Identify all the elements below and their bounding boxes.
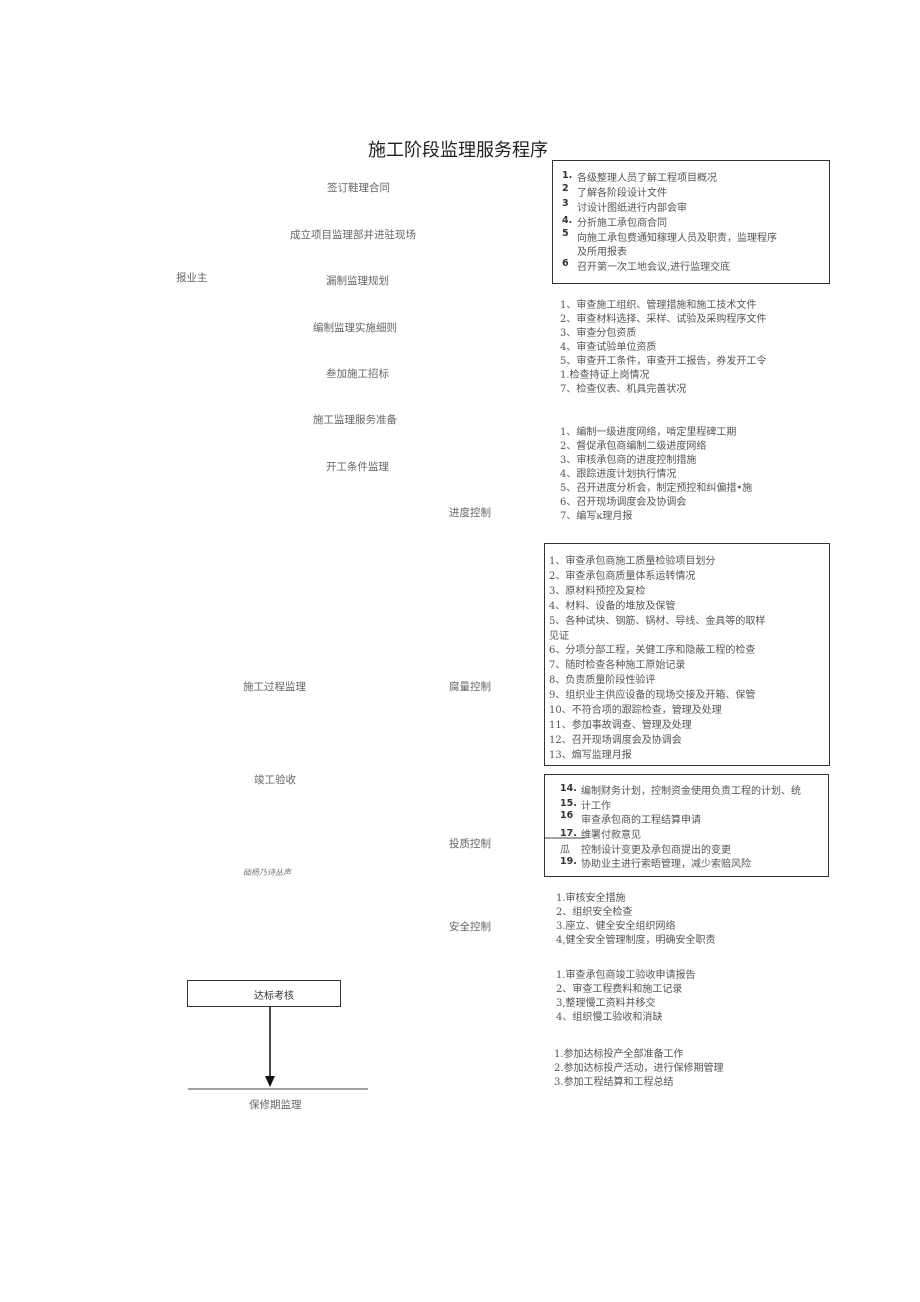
progress-item: 2、督促承包商编制二级进度网络 bbox=[560, 441, 707, 452]
flow-step-acceptance: 竣工验收 bbox=[254, 774, 296, 786]
prep-item: 召开第一次工地会议,进行监理交底 bbox=[577, 262, 731, 273]
prep-item: 分折施工承包商合同 bbox=[577, 218, 667, 229]
flow-step-prep: 施工监理服务准备 bbox=[313, 414, 397, 426]
progress-item: 5、召开进度分析会，制定预控和纠偏措•施 bbox=[560, 483, 753, 494]
safety-item: 1.审核安全措施 bbox=[556, 893, 626, 904]
safety-item: 4,健全安全管理制度，明确安全职责 bbox=[556, 935, 716, 946]
safety-item: 2、组织安全检查 bbox=[556, 907, 633, 918]
start-item: 2、审查材料选择、采样、试验及采购程序文件 bbox=[560, 314, 767, 325]
start-item: 4、审查试验单位资质 bbox=[560, 342, 657, 353]
assessment-box: 达标考核 bbox=[187, 980, 341, 1007]
quality-item: 4、材料、设备的堆放及保管 bbox=[549, 601, 676, 612]
start-item: 3、审查分包资质 bbox=[560, 328, 637, 339]
start-item: 7、检查仪表、机具完善状况 bbox=[560, 384, 687, 395]
label-quality-control: 腐量控制 bbox=[449, 681, 491, 693]
safety-item: 3.座立、健全安全组织网络 bbox=[556, 921, 676, 932]
label-safety-control: 安全控制 bbox=[449, 921, 491, 933]
start-item: 5、审查开工条件，审查开工报告，券发开工令 bbox=[560, 356, 767, 367]
investment-item: 维署付款意见 bbox=[581, 830, 641, 841]
flow-step-sign-contract: 签订鞋理合同 bbox=[327, 182, 390, 194]
quality-item: 12、召开现场调度会及协调会 bbox=[549, 735, 682, 746]
quality-item: 3、原材料预控及复检 bbox=[549, 586, 646, 597]
flow-step-rules: 编制监理实施细则 bbox=[313, 322, 397, 334]
prep-item: 向施工承包费通知稼理人员及职责，监理程序 bbox=[577, 233, 777, 244]
quality-item: 2、审查承包商质量体系运转情况 bbox=[549, 571, 696, 582]
flow-step-bidding: 叁加施工招标 bbox=[326, 368, 389, 380]
investment-item: 控制设计变更及承包商提出的变更 bbox=[581, 845, 731, 856]
quality-item: 11、参加事故调查、管理及处理 bbox=[549, 720, 692, 731]
prep-item-cont: 及所用报表 bbox=[577, 247, 627, 258]
prep-item: 讨设计图纸进行内部会审 bbox=[577, 203, 687, 214]
start-item: 1.检查持证上岗情况 bbox=[560, 370, 650, 381]
investment-item: 编制财务计划，控制资金使用负责工程的计划、统 bbox=[581, 786, 801, 797]
investment-box bbox=[544, 774, 829, 877]
progress-item: 1、编制一级进度网络，啃定里程碑工期 bbox=[560, 427, 737, 438]
acceptance-item: 3,整理慢工资料并移交 bbox=[556, 998, 656, 1009]
quality-item-cont: 见证 bbox=[549, 631, 569, 642]
acceptance-item: 2、审查工程费料和施工记录 bbox=[556, 984, 683, 995]
investment-item: 计工作 bbox=[581, 801, 611, 812]
owner-label: 报业主 bbox=[176, 272, 208, 284]
prep-box bbox=[552, 160, 830, 284]
label-progress-control: 进度控制 bbox=[449, 507, 491, 519]
quality-item: 13、煽写监理月报 bbox=[549, 750, 632, 761]
warranty-item: 2.参加达标投产活动，进行保修期管理 bbox=[554, 1063, 724, 1074]
quality-item: 9、组织业主供应设备的现场交接及开箱、保管 bbox=[549, 690, 756, 701]
acceptance-item: 4、组织慢工验收和消缺 bbox=[556, 1012, 663, 1023]
investment-item: 协助业主进行索晤管理，减少索赔风险 bbox=[581, 859, 751, 870]
acceptance-item: 1.审查承包商竣工验收申请报告 bbox=[556, 970, 696, 981]
start-item: 1、审查施工组织、管理措施和施工技术文件 bbox=[560, 300, 757, 311]
signature-text: 础杨乃诗丛声 bbox=[243, 868, 291, 877]
investment-num: 瓜 bbox=[560, 845, 570, 856]
prep-num: 4. bbox=[562, 215, 573, 226]
flow-step-setup-office: 成立项目监理部并进驻现场 bbox=[290, 229, 416, 241]
warranty-item: 1.参加达标投产全部准备工作 bbox=[554, 1049, 684, 1060]
label-investment-control: 投质控制 bbox=[449, 838, 491, 850]
flow-step-process: 施工过程监理 bbox=[243, 681, 306, 693]
quality-item: 7、随时检查各种施工原始记录 bbox=[549, 660, 686, 671]
prep-num: 3 bbox=[562, 198, 569, 209]
progress-item: 6、召开现场调度会及协调会 bbox=[560, 497, 687, 508]
quality-item: 6、分项分部工程，关健工序和隐蔽工程的检查 bbox=[549, 645, 756, 656]
flow-step-warranty: 保修期监理 bbox=[249, 1099, 302, 1111]
quality-item: 1、审查承包商施工质量检验项目划分 bbox=[549, 556, 716, 567]
progress-item: 4、跟踪进度计划执行情况 bbox=[560, 469, 677, 480]
prep-num: 2 bbox=[562, 183, 569, 194]
quality-item: 10、不符合项的跟踪检查，管理及处理 bbox=[549, 705, 722, 716]
investment-num: 16 bbox=[560, 810, 574, 821]
flow-step-start: 开工条件监理 bbox=[326, 461, 389, 473]
flow-step-plan: 漏制监理规划 bbox=[326, 275, 389, 287]
investment-num: 15. bbox=[560, 798, 577, 809]
progress-item: 3、审核承包商的进度控制措施 bbox=[560, 455, 697, 466]
prep-num: 6 bbox=[562, 258, 569, 269]
quality-item: 5、各种试块、钢筋、锅材、导线、金具等的取样 bbox=[549, 616, 766, 627]
prep-num: 5 bbox=[562, 228, 569, 239]
investment-num: 17. bbox=[560, 828, 577, 839]
progress-item: 7、编写ĸ理月报 bbox=[560, 511, 633, 522]
warranty-item: 3.参加工程结算和工程总结 bbox=[554, 1077, 674, 1088]
investment-item: 审查承包商的工程结算申请 bbox=[581, 815, 701, 826]
investment-num: 14. bbox=[560, 783, 577, 794]
prep-num: 1. bbox=[562, 170, 573, 181]
quality-box bbox=[544, 543, 830, 766]
assessment-label: 达标考核 bbox=[254, 991, 294, 1002]
investment-num: 19. bbox=[560, 856, 577, 867]
prep-item: 各级整理人员了解工程项目概况 bbox=[577, 173, 717, 184]
quality-item: 8、负责质量阶段性验评 bbox=[549, 675, 656, 686]
prep-item: 了解各阶段设计文件 bbox=[577, 188, 667, 199]
page-title: 施工阶段监理服务程序 bbox=[368, 140, 548, 161]
